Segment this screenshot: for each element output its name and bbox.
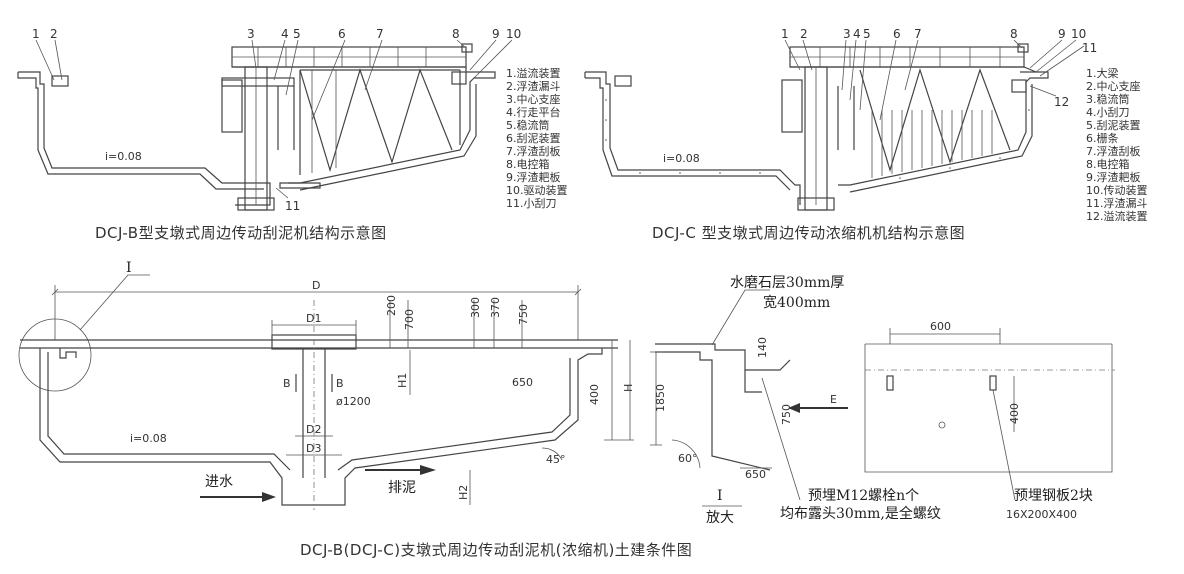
- detail-dim-600: 600: [930, 320, 951, 333]
- detail-plate: 预埋钢板2块: [1014, 488, 1093, 504]
- dim-400: 400: [588, 384, 601, 405]
- legend-b-item: 4.行走平台: [506, 105, 561, 119]
- legend-c-item: 3.稳流筒: [1086, 92, 1130, 106]
- slope-label-c: i=0.08: [663, 152, 700, 165]
- detail-dim-1850: 1850: [654, 384, 667, 412]
- legend-c-item: 6.栅条: [1086, 131, 1119, 145]
- callout-b-10: 10: [506, 27, 521, 41]
- dim-700: 700: [403, 309, 416, 330]
- legend-b-item: 6.刮泥装置: [506, 131, 561, 145]
- legend-c-item: 1.大梁: [1086, 66, 1119, 80]
- callout-b-3: 3: [247, 27, 255, 41]
- legend-c-item: 11.浮渣漏斗: [1086, 196, 1148, 210]
- detail-arrow-e: E: [830, 393, 837, 406]
- callout-c-8: 8: [1010, 27, 1018, 41]
- callout-c-9: 9: [1058, 27, 1066, 41]
- diagram-c: i=0.08 1 2 3 4 5 6 7 8 9 10 11 12 1.大梁 2…: [584, 27, 1148, 242]
- detail-bolt-1: 预埋M12螺栓n个: [808, 488, 919, 504]
- detail-width: 宽400mm: [763, 294, 830, 311]
- legend-b-item: 10.驱动装置: [506, 184, 568, 197]
- callout-c-12: 12: [1054, 95, 1069, 109]
- slope-label-civil: i=0.08: [130, 432, 167, 445]
- detail-dim-650: 650: [745, 468, 766, 481]
- civil-plan: I D D1 B B ø1200 D2 D3 200 700 300 370 7…: [18, 260, 635, 510]
- callout-b-5: 5: [293, 27, 301, 41]
- section-b-right: B: [336, 377, 344, 390]
- dim-h: H: [622, 384, 635, 392]
- detail-dim-750: 750: [780, 404, 793, 425]
- legend-c-item: 2.中心支座: [1086, 79, 1141, 93]
- legend-c-item: 4.小刮刀: [1086, 105, 1130, 119]
- slope-label-b: i=0.08: [105, 150, 142, 163]
- dim-d: D: [312, 279, 320, 292]
- detail-bolt-2: 均布露头30mm,是全螺纹: [780, 505, 941, 522]
- callout-b-4: 4: [281, 27, 289, 41]
- callout-c-11: 11: [1082, 41, 1097, 55]
- callout-c-1: 1: [781, 27, 789, 41]
- dim-dia: ø1200: [336, 395, 371, 408]
- dim-650: 650: [512, 376, 533, 389]
- detail-dim-140: 140: [756, 337, 769, 358]
- detail-angle-60: 60°: [678, 452, 698, 465]
- legend-c-item: 7.浮渣刮板: [1086, 144, 1141, 158]
- legend-b-item: 1.溢流装置: [506, 66, 561, 80]
- concrete-hatch-c: [605, 99, 1030, 179]
- detail-terrazzo: 水磨石层30mm厚: [730, 275, 844, 291]
- dim-h1: H1: [396, 373, 409, 388]
- dim-d2: D2: [306, 423, 321, 436]
- callout-b-9: 9: [492, 27, 500, 41]
- callout-c-2: 2: [800, 27, 808, 41]
- callout-b-1: 1: [32, 27, 40, 41]
- dim-300: 300: [469, 297, 482, 318]
- detail-zoom: 放大: [706, 510, 734, 526]
- caption-c: DCJ-C 型支墩式周边传动浓缩机机结构示意图: [652, 224, 965, 242]
- callout-c-4: 4: [853, 27, 861, 41]
- detail-marker: I: [717, 488, 723, 504]
- callout-c-10: 10: [1071, 27, 1086, 41]
- inlet-label: 进水: [205, 474, 233, 490]
- dim-angle-45: 45°: [546, 453, 566, 466]
- legend-b-item: 7.浮渣刮板: [506, 144, 561, 158]
- dim-h2: H2: [457, 485, 470, 500]
- diagram-b: i=0.08 1 2 3 4 5 6 7 8 9 10 11 1.溢流装置 2.…: [17, 27, 568, 242]
- legend-b-item: 2.浮渣漏斗: [506, 79, 561, 93]
- callout-c-7: 7: [914, 27, 922, 41]
- callout-b-2: 2: [50, 27, 58, 41]
- section-b-left: B: [283, 377, 291, 390]
- callout-c-3: 3: [843, 27, 851, 41]
- legend-b: 1.溢流装置 2.浮渣漏斗 3.中心支座 4.行走平台 5.稳流筒 6.刮泥装置…: [506, 66, 568, 210]
- detail-plate-size: 16X200X400: [1006, 508, 1077, 521]
- legend-b-item: 9.浮渣耙板: [506, 170, 561, 184]
- callout-c-5: 5: [863, 27, 871, 41]
- caption-main: DCJ-B(DCJ-C)支墩式周边传动刮泥机(浓缩机)土建条件图: [300, 541, 692, 559]
- callout-c-6: 6: [893, 27, 901, 41]
- dim-d1: D1: [306, 312, 321, 325]
- outlet-label: 排泥: [388, 480, 416, 496]
- detail-marker-i: I: [126, 260, 132, 276]
- callout-b-8: 8: [452, 27, 460, 41]
- legend-c-item: 10.传动装置: [1086, 184, 1148, 197]
- legend-c-item: 9.浮渣耙板: [1086, 170, 1141, 184]
- legend-b-item: 8.电控箱: [506, 157, 550, 171]
- legend-b-item: 5.稳流筒: [506, 118, 550, 132]
- callout-b-11: 11: [285, 199, 300, 213]
- caption-b: DCJ-B型支墩式周边传动刮泥机结构示意图: [95, 224, 387, 242]
- legend-b-item: 11.小刮刀: [506, 196, 557, 210]
- callout-b-6: 6: [338, 27, 346, 41]
- legend-c-item: 8.电控箱: [1086, 157, 1130, 171]
- legend-c-item: 12.溢流装置: [1086, 209, 1148, 223]
- detail-dim-400: 400: [1008, 403, 1021, 424]
- dim-370: 370: [489, 297, 502, 318]
- dim-d3: D3: [306, 442, 321, 455]
- legend-b-item: 3.中心支座: [506, 92, 561, 106]
- callout-b-7: 7: [376, 27, 384, 41]
- detail-i: 水磨石层30mm厚 宽400mm 1850 140 750 650 60° E …: [650, 275, 1115, 526]
- legend-c: 1.大梁 2.中心支座 3.稳流筒 4.小刮刀 5.刮泥装置 6.栅条 7.浮渣…: [1086, 66, 1148, 223]
- dim-750: 750: [517, 304, 530, 325]
- legend-c-item: 5.刮泥装置: [1086, 118, 1141, 132]
- dim-200: 200: [385, 295, 398, 316]
